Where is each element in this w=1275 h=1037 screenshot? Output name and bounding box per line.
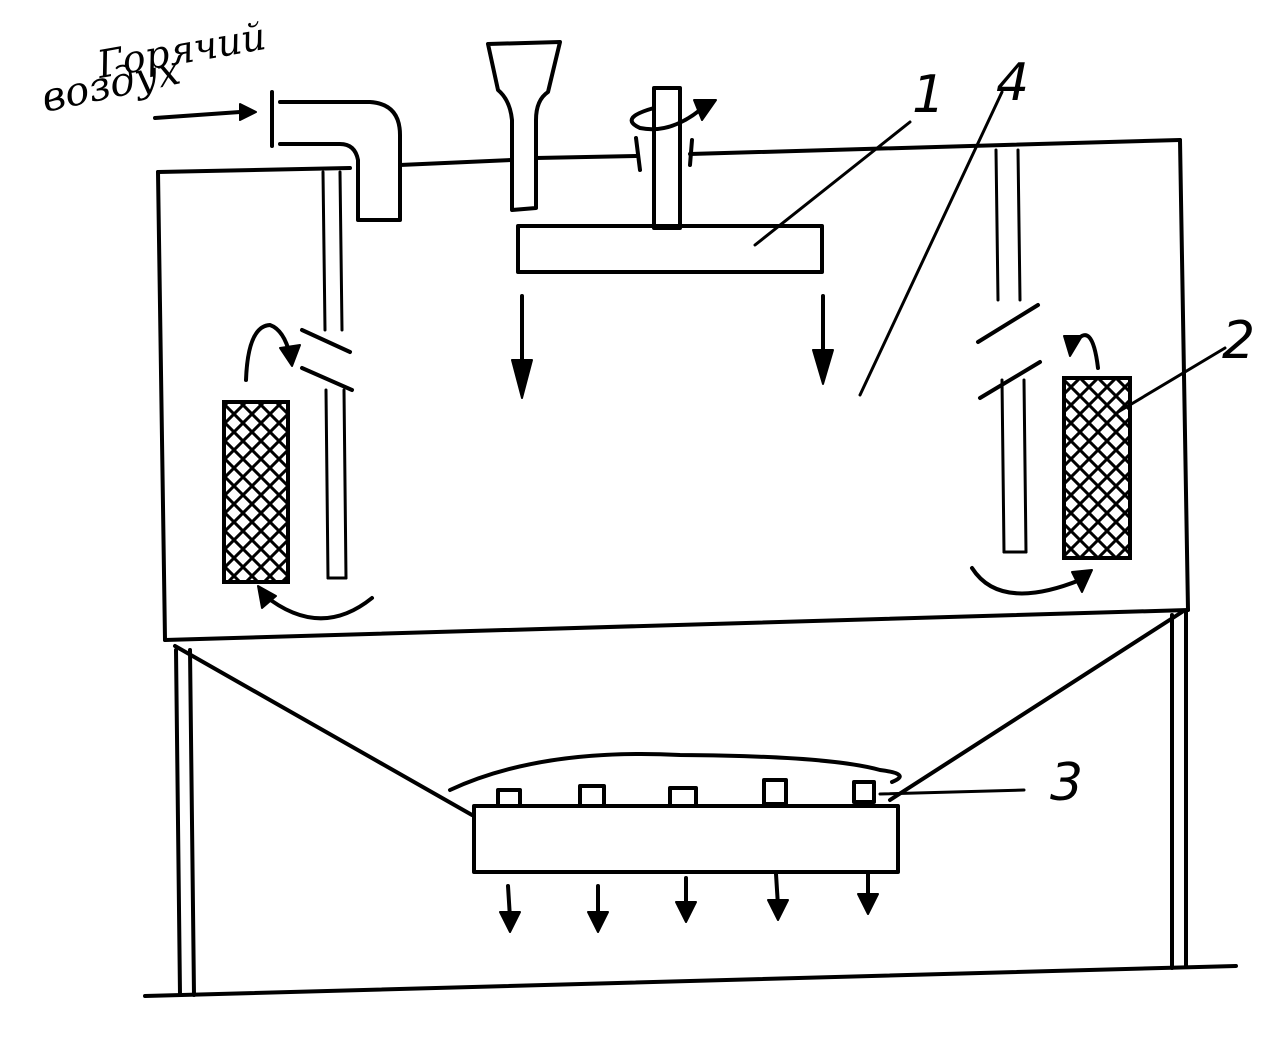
callout-4: 4	[858, 53, 1029, 397]
hopper-frame	[143, 610, 1238, 998]
feed-funnel	[486, 40, 562, 212]
right-filter	[1062, 376, 1132, 560]
atomizer-disk	[516, 224, 824, 274]
callout-1: 1	[753, 65, 945, 247]
left-circulation-arrows	[244, 323, 374, 621]
spray-arrows	[511, 294, 834, 399]
callout-4-label: 4	[996, 53, 1029, 113]
left-filter	[222, 400, 290, 584]
right-circulation-arrows	[970, 333, 1100, 596]
inlet-arrow	[153, 103, 257, 121]
collector-plate	[448, 752, 902, 874]
outlet-arrows	[499, 872, 879, 933]
inlet-label: Горячий воздух	[38, 14, 270, 122]
callout-2: 2	[1116, 311, 1255, 414]
right-air-duct	[976, 148, 1042, 554]
callout-3-label: 3	[1050, 753, 1083, 813]
left-air-duct	[300, 170, 354, 580]
shaft-rotation-arrow	[629, 99, 717, 132]
callout-3: 3	[878, 753, 1083, 813]
drying-chamber	[156, 138, 1190, 642]
callout-1-label: 1	[912, 65, 945, 125]
hot-air-inlet-pipe	[270, 90, 402, 222]
callout-2-label: 2	[1222, 311, 1255, 371]
